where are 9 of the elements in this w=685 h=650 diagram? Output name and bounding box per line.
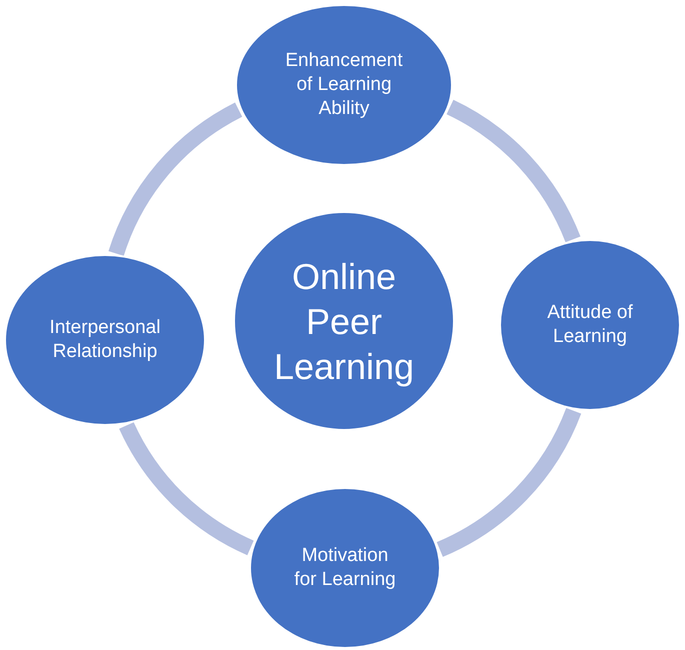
- ring-connector: [119, 422, 254, 556]
- node-label: Online Peer Learning: [272, 254, 416, 388]
- ring-connector: [108, 102, 243, 256]
- ring-connector: [446, 100, 580, 243]
- node-label: Attitude of Learning: [546, 301, 634, 349]
- node-label: Interpersonal Relationship: [48, 316, 162, 364]
- node-label: Motivation for Learning: [293, 544, 397, 592]
- node-label: Enhancement of Learning Ability: [284, 49, 404, 121]
- ring-connector: [436, 408, 582, 557]
